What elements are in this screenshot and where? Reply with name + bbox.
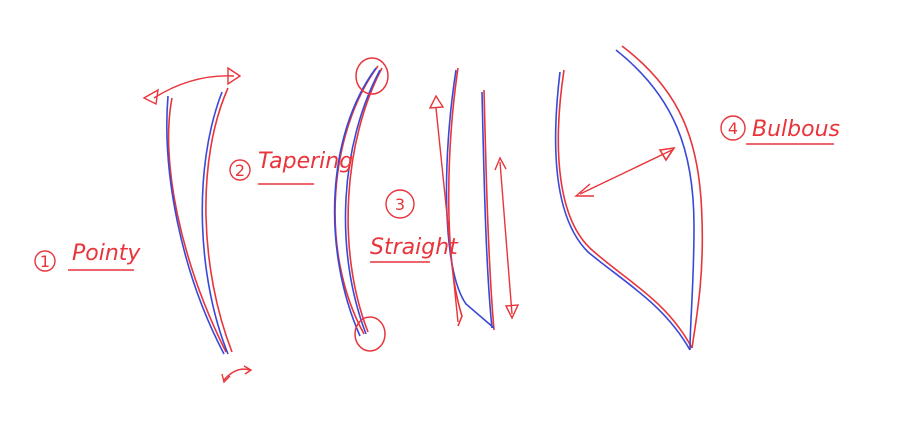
- straight-right-arrowhead-bottom: [504, 304, 520, 320]
- bulbous-number-circle: [720, 115, 746, 141]
- bulbous-label: Bulbous: [752, 117, 840, 142]
- shape-tapering: 2 Tapering: [229, 57, 389, 352]
- pointy-bottom-arrow: [223, 368, 251, 381]
- pointy-red-stroke-left: [167, 97, 227, 353]
- straight-left-arrowhead: [428, 94, 445, 109]
- bulbous-blue-stroke-left: [554, 71, 691, 351]
- tapering-red-stroke-right: [347, 67, 383, 333]
- bulbous-number: 4: [728, 119, 738, 138]
- bulbous-red-stroke-left: [557, 69, 693, 349]
- bulbous-arrowhead-left: [574, 183, 594, 197]
- shape-straight: 3 Straight: [370, 67, 520, 331]
- pointy-top-arrowhead-left: [142, 88, 159, 106]
- tapering-top-circle: [355, 57, 389, 95]
- straight-red-stroke-right: [483, 89, 495, 331]
- straight-left-arrow: [435, 107, 459, 323]
- bulbous-red-stroke-right: [621, 45, 704, 349]
- straight-number-circle: [385, 189, 415, 219]
- tapering-bottom-circle: [354, 316, 386, 352]
- pointy-blue-stroke-right: [201, 91, 229, 355]
- pointy-top-arrow: [153, 75, 235, 99]
- bulbous-blue-stroke-right: [615, 49, 695, 351]
- pointy-red-stroke-right: [205, 87, 233, 353]
- tapering-number-circle: [229, 159, 251, 181]
- tapering-blue-stroke-left: [333, 67, 377, 337]
- pointy-bottom-arrowhead-left: [221, 373, 231, 384]
- pointy-number-circle: [34, 250, 56, 272]
- tapering-blue-stroke-right: [344, 69, 381, 335]
- straight-blue-stroke-right: [481, 91, 493, 329]
- pointy-number: 1: [40, 252, 50, 271]
- tapering-number: 2: [235, 161, 245, 180]
- bulbous-arrow: [579, 149, 673, 195]
- straight-right-arrow: [499, 161, 513, 315]
- straight-number: 3: [395, 195, 405, 214]
- straight-red-stroke-left: [447, 67, 463, 327]
- straight-right-arrowhead-top: [494, 156, 507, 171]
- shape-pointy: 1 Pointy: [34, 66, 253, 384]
- tapering-label: Tapering: [258, 149, 353, 174]
- pointy-bottom-arrowhead-right: [243, 365, 253, 375]
- pointy-top-arrowhead-right: [227, 66, 242, 86]
- straight-label: Straight: [370, 235, 459, 260]
- shape-bulbous: 4 Bulbous: [554, 45, 840, 351]
- bulbous-arrowhead-right: [658, 146, 676, 162]
- pointy-label: Pointy: [72, 241, 141, 266]
- pointy-blue-stroke-left: [166, 95, 225, 355]
